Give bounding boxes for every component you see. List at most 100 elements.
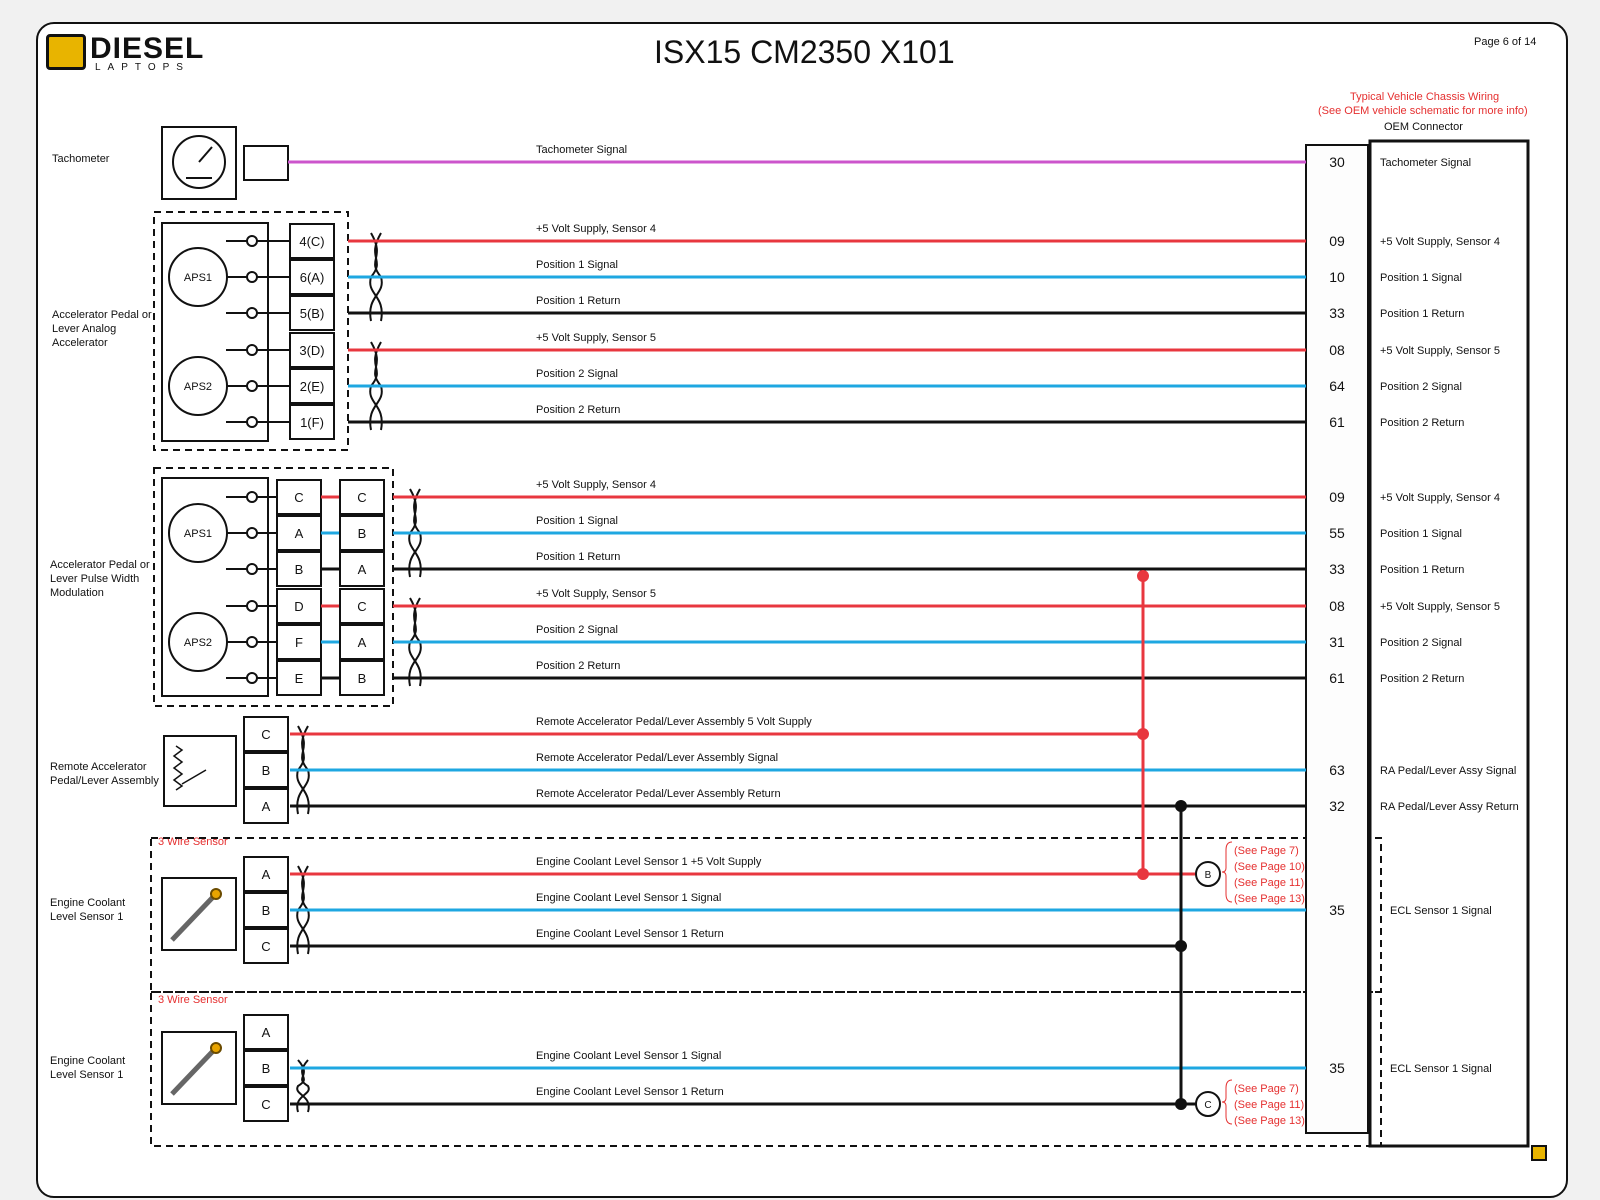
oem-circuit-label: RA Pedal/Lever Assy Signal (1380, 765, 1516, 777)
ecl-sensor-2-dashed-frame (150, 991, 1382, 1147)
oem-circuit-label: +5 Volt Supply, Sensor 5 (1380, 345, 1500, 357)
coolant-probe-icon (170, 894, 216, 942)
pin-label-ecl-2: A (262, 1025, 271, 1040)
connector-pin-number: 61 (1329, 414, 1345, 430)
analog-accelerator-dashed-frame (153, 211, 349, 451)
splice-dot (1137, 868, 1149, 880)
sensor-label-aps1: APS1 (184, 272, 212, 284)
pin-label-ecl-2: C (261, 1097, 270, 1112)
coolant-probe-tip-icon (210, 888, 222, 900)
terminal-icon (246, 563, 258, 575)
connector-pin-number: 31 (1329, 634, 1345, 650)
twisted-pair-symbol (296, 1059, 310, 1113)
pin-cell (276, 551, 322, 587)
splice-dot (1137, 728, 1149, 740)
wire-label: Remote Accelerator Pedal/Lever Assembly … (536, 788, 781, 800)
offpage-reference-id: B (1205, 870, 1212, 881)
see-page-reference: (See Page 11) (1234, 877, 1304, 889)
pin-cell (289, 404, 335, 440)
connector-pin-number: 61 (1329, 670, 1345, 686)
splice-dot (1175, 800, 1187, 812)
pin-label-pwm-b: B (358, 671, 367, 686)
see-page-reference: (See Page 11) (1234, 1099, 1304, 1111)
remote-pedal-assembly (163, 735, 237, 807)
wire-label: Engine Coolant Level Sensor 1 Return (536, 1086, 724, 1098)
oem-circuit-label: RA Pedal/Lever Assy Return (1380, 801, 1519, 813)
tachometer-connector (243, 145, 289, 181)
pin-label-remote: A (262, 799, 271, 814)
see-page-reference: (See Page 13) (1234, 1115, 1305, 1127)
footer-logo-icon (1531, 1145, 1547, 1161)
pin-cell (243, 752, 289, 788)
brand-subtitle: LAPTOPS (95, 62, 190, 73)
splice-dot (1175, 940, 1187, 952)
terminal-icon (246, 600, 258, 612)
page-title: ISX15 CM2350 X101 (654, 34, 955, 70)
pin-cell (276, 479, 322, 515)
wire-label: Position 2 Signal (536, 368, 618, 380)
terminal-icon (246, 271, 258, 283)
wire-label: +5 Volt Supply, Sensor 5 (536, 332, 656, 344)
pin-label-pwm-b: A (358, 562, 367, 577)
wire-label: Position 2 Signal (536, 624, 618, 636)
pin-label-analog: 4(C) (299, 234, 324, 249)
offpage-reference-id: C (1204, 1100, 1211, 1111)
pin-cell (243, 716, 289, 752)
reference-bracket (1221, 1079, 1233, 1125)
wire-label: Remote Accelerator Pedal/Lever Assembly … (536, 752, 778, 764)
pin-cell (289, 332, 335, 368)
oem-circuit-label: Position 2 Signal (1380, 381, 1462, 393)
oem-circuit-label: Position 2 Signal (1380, 637, 1462, 649)
pin-label-pwm-a: A (295, 526, 304, 541)
see-page-reference: (See Page 10) (1234, 861, 1305, 873)
pin-label-remote: C (261, 727, 270, 742)
pin-label-analog: 3(D) (299, 343, 324, 358)
sensor-label-aps1: APS1 (184, 528, 212, 540)
pin-cell (339, 479, 385, 515)
connector-pin-number: 08 (1329, 342, 1345, 358)
wire-label: Position 1 Return (536, 295, 620, 307)
connector-pin-number: 64 (1329, 378, 1345, 394)
device-label-tachometer: Tachometer (52, 153, 110, 165)
wire-label: Engine Coolant Level Sensor 1 Signal (536, 1050, 721, 1062)
pin-cell (243, 856, 289, 892)
connector-pin-number: 33 (1329, 305, 1345, 321)
connector-pin-number: 63 (1329, 762, 1345, 778)
pin-cell (243, 1014, 289, 1050)
connector-pin-number: 55 (1329, 525, 1345, 541)
oem-circuit-label: Position 1 Return (1380, 308, 1464, 320)
terminal-icon (246, 416, 258, 428)
pin-cell (339, 660, 385, 696)
pin-label-pwm-a: D (294, 599, 303, 614)
potentiometer-wiper (181, 769, 207, 785)
connector-pin-number: 10 (1329, 269, 1345, 285)
connector-pin-number: 30 (1329, 154, 1345, 170)
pin-cell (243, 788, 289, 824)
wire-label: Position 2 Return (536, 660, 620, 672)
terminal-icon (246, 235, 258, 247)
coolant-probe-icon (170, 1048, 216, 1096)
see-page-reference: (See Page 7) (1234, 1083, 1299, 1095)
offpage-reference-marker (1195, 861, 1221, 887)
oem-connector-label: OEM Connector (1384, 121, 1463, 133)
connector-pin-number: 32 (1329, 798, 1345, 814)
oem-circuit-label: Position 1 Signal (1380, 272, 1462, 284)
reference-bracket (1221, 841, 1233, 903)
device-label-pwm-pedal: Accelerator Pedal or Lever Pulse Width M… (50, 559, 150, 599)
wire-label: Position 2 Return (536, 404, 620, 416)
pin-cell (289, 223, 335, 259)
pin-label-ecl-1: B (262, 903, 271, 918)
device-label-ecl-sensor-2: Engine Coolant Level Sensor 1 (50, 1055, 126, 1081)
wire-label: +5 Volt Supply, Sensor 5 (536, 588, 656, 600)
twisted-pair-symbol (296, 1059, 310, 1113)
wire-label: Engine Coolant Level Sensor 1 +5 Volt Su… (536, 856, 762, 868)
terminal-icon (246, 491, 258, 503)
wire-label: +5 Volt Supply, Sensor 4 (536, 479, 656, 491)
terminal-icon (246, 344, 258, 356)
oem-circuit-label: +5 Volt Supply, Sensor 4 (1380, 236, 1500, 248)
pin-label-pwm-a: F (295, 635, 303, 650)
chassis-wiring-note: Typical Vehicle Chassis Wiring (1350, 91, 1500, 103)
pin-label-pwm-b: C (357, 490, 366, 505)
pin-label-analog: 2(E) (300, 379, 325, 394)
ecl-sensor-1-dashed-frame (150, 837, 1382, 993)
